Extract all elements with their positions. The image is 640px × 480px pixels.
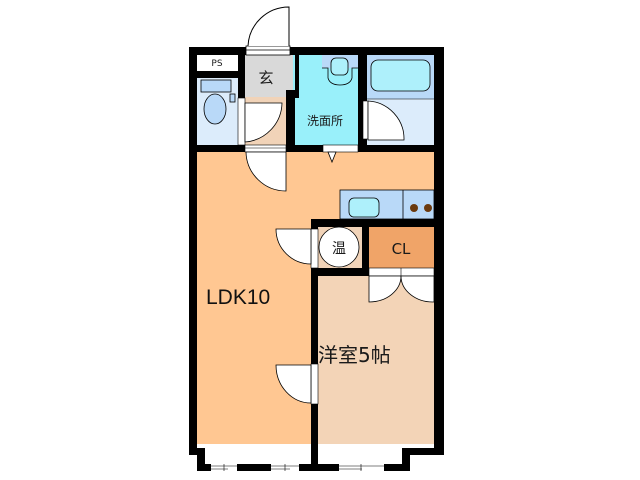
stove-burner-icon (410, 204, 418, 212)
closet-doors[interactable] (368, 267, 435, 303)
entrance-door[interactable] (245, 6, 291, 56)
water-heater-door[interactable] (275, 228, 319, 269)
stove-burner-icon (424, 204, 432, 212)
western-room-label: 洋室5帖 (318, 343, 391, 367)
washroom-door[interactable] (322, 144, 359, 164)
window-western-room (339, 464, 384, 471)
western-room-door[interactable] (275, 363, 319, 405)
sink-icon (348, 197, 380, 218)
kitchen-counter (339, 189, 435, 220)
ps-box (197, 55, 238, 71)
bath-door[interactable] (362, 100, 405, 141)
water-heater-icon (318, 226, 360, 268)
window-ldk-right (271, 464, 299, 471)
ps-label: PS (211, 59, 222, 69)
western-room-floor (318, 276, 434, 444)
walls (189, 47, 444, 471)
closet-label: CL (392, 240, 411, 258)
water-heater-label: 温 (332, 241, 346, 257)
window-ldk-left (211, 464, 237, 471)
hall-door[interactable] (244, 144, 287, 192)
entrance-label: 玄 (258, 69, 273, 87)
washbasin-icon (322, 57, 358, 86)
ldk-label: LDK10 (206, 286, 270, 309)
closet-floor (369, 227, 434, 268)
toilet-door[interactable] (237, 97, 283, 146)
washroom-label: 洗面所 (307, 114, 343, 128)
bathtub-icon (367, 59, 434, 100)
toilet-icon (200, 79, 236, 125)
